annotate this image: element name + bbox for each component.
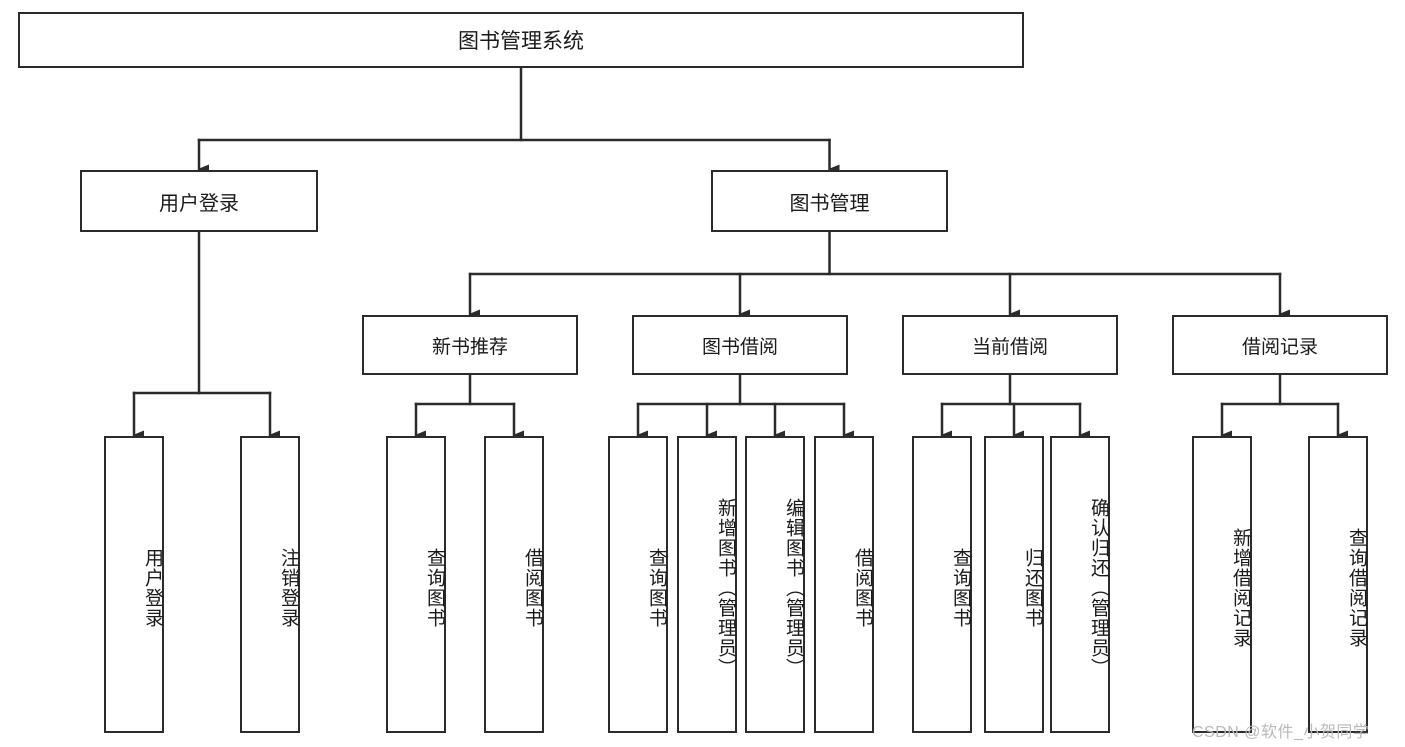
node-leaf-edit-book-label: 编辑图书（管理员） (783, 497, 804, 678)
node-leaf-query-book-1[interactable]: 查询图书 (386, 436, 446, 733)
node-leaf-borrow-book-2-label: 借阅图书 (852, 547, 873, 628)
node-leaf-borrow-book-2[interactable]: 借阅图书 (814, 436, 874, 733)
node-branch-user-login[interactable]: 用户登录 (80, 170, 318, 232)
node-leaf-confirm-return-label: 确认归还（管理员） (1088, 497, 1109, 678)
node-group-record[interactable]: 借阅记录 (1172, 315, 1388, 375)
node-leaf-borrow-book-1-label: 借阅图书 (522, 547, 543, 628)
node-leaf-user-logout[interactable]: 注销登录 (240, 436, 300, 733)
node-branch-user-login-label: 用户登录 (159, 192, 239, 215)
node-group-current[interactable]: 当前借阅 (902, 315, 1118, 375)
node-group-borrow-label: 图书借阅 (701, 336, 778, 358)
node-leaf-add-book[interactable]: 新增图书（管理员） (677, 436, 737, 733)
node-group-borrow[interactable]: 图书借阅 (632, 315, 848, 375)
node-leaf-add-record-label: 新增借阅记录 (1230, 527, 1251, 648)
node-leaf-return-book[interactable]: 归还图书 (984, 436, 1044, 733)
node-leaf-user-logout-label: 注销登录 (278, 547, 299, 628)
node-group-new-book[interactable]: 新书推荐 (362, 315, 578, 375)
node-branch-book-manage-label: 图书管理 (789, 192, 870, 215)
node-leaf-query-book-2-label: 查询图书 (646, 547, 667, 628)
node-group-record-label: 借阅记录 (1241, 336, 1318, 358)
node-leaf-add-book-label: 新增图书（管理员） (715, 497, 736, 678)
node-leaf-add-record[interactable]: 新增借阅记录 (1192, 436, 1252, 733)
node-leaf-query-record-label: 查询借阅记录 (1346, 527, 1367, 648)
node-root[interactable]: 图书管理系统 (18, 12, 1024, 68)
node-leaf-borrow-book-1[interactable]: 借阅图书 (484, 436, 544, 733)
edges-group (132, 66, 1348, 440)
node-leaf-return-book-label: 归还图书 (1022, 547, 1043, 628)
node-leaf-query-record[interactable]: 查询借阅记录 (1308, 436, 1368, 733)
node-leaf-edit-book[interactable]: 编辑图书（管理员） (745, 436, 805, 733)
node-leaf-confirm-return[interactable]: 确认归还（管理员） (1050, 436, 1110, 733)
node-branch-book-manage[interactable]: 图书管理 (711, 170, 948, 232)
node-leaf-user-login[interactable]: 用户登录 (104, 436, 164, 733)
node-group-current-label: 当前借阅 (971, 336, 1048, 358)
node-group-new-book-label: 新书推荐 (431, 336, 508, 358)
node-root-label: 图书管理系统 (458, 30, 584, 53)
node-leaf-query-book-1-label: 查询图书 (424, 547, 445, 628)
node-leaf-query-book-3-label: 查询图书 (950, 547, 971, 628)
node-leaf-query-book-3[interactable]: 查询图书 (912, 436, 972, 733)
node-leaf-user-login-label: 用户登录 (142, 547, 163, 628)
node-leaf-query-book-2[interactable]: 查询图书 (608, 436, 668, 733)
